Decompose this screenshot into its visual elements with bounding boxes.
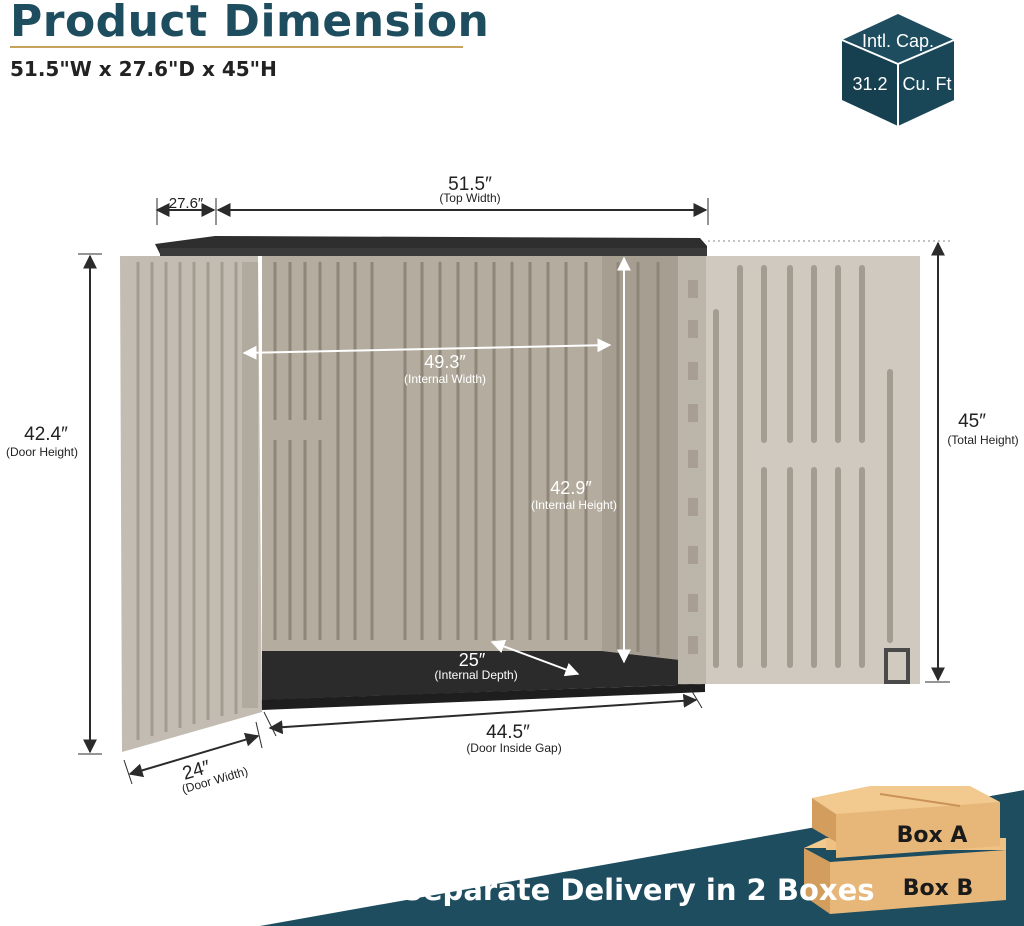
dimension-depth: 27.6″ xyxy=(155,195,216,225)
dimension-door-inside-gap: 44.5″ (Door Inside Gap) xyxy=(263,687,703,755)
door-inside-gap-value: 44.5″ xyxy=(486,722,530,743)
shed-back-wall xyxy=(262,256,602,651)
page-subtitle: 51.5"W x 27.6"D x 45"H xyxy=(10,57,277,81)
internal-width-value: 49.3″ xyxy=(424,352,466,372)
shed-left-door xyxy=(120,256,262,752)
internal-height-value: 42.9″ xyxy=(550,478,592,498)
total-height-value: 45″ xyxy=(958,411,986,432)
depth-value: 27.6″ xyxy=(169,195,204,212)
shed-illustration xyxy=(120,236,920,752)
delivery-banner-text: Separate Delivery in 2 Boxes xyxy=(402,873,875,907)
top-width-caption: (Top Width) xyxy=(439,191,500,205)
box-a-label: Box A xyxy=(897,823,968,848)
dimension-internal-width: 49.3″ (Internal Width) xyxy=(242,338,612,386)
door-inside-gap-caption: (Door Inside Gap) xyxy=(466,741,561,755)
dimension-total-height: 45″ (Total Height) xyxy=(708,240,1019,683)
total-height-caption: (Total Height) xyxy=(947,433,1018,447)
dimension-top-width: 51.5″ (Top Width) xyxy=(215,174,709,225)
door-height-caption: (Door Height) xyxy=(6,445,78,459)
capacity-value: 31.2 xyxy=(852,74,887,94)
shed-wall-ribs xyxy=(273,262,660,655)
dimension-internal-height: 42.9″ (Internal Height) xyxy=(531,256,631,664)
dimension-door-height: 42.4″ (Door Height) xyxy=(6,253,102,755)
top-width-value: 51.5″ xyxy=(448,174,492,195)
dimension-internal-depth: 25″ (Internal Depth) xyxy=(434,639,580,682)
capacity-unit: Cu. Ft xyxy=(902,74,951,94)
internal-depth-caption: (Internal Depth) xyxy=(434,668,517,682)
internal-height-caption: (Internal Height) xyxy=(531,498,617,512)
box-a-icon: Box A xyxy=(812,786,1000,858)
capacity-label: Intl. Cap. xyxy=(862,31,934,51)
page-title: Product Dimension xyxy=(10,0,490,47)
internal-depth-value: 25″ xyxy=(459,650,486,670)
shed-floor xyxy=(262,651,705,700)
title-underline xyxy=(10,46,463,48)
shed-side-wall xyxy=(602,256,680,660)
capacity-cube-icon: Intl. Cap. 31.2 Cu. Ft xyxy=(841,14,955,126)
box-b-label: Box B xyxy=(903,876,974,901)
door-height-value: 42.4″ xyxy=(24,424,68,445)
internal-width-caption: (Internal Width) xyxy=(404,372,486,386)
